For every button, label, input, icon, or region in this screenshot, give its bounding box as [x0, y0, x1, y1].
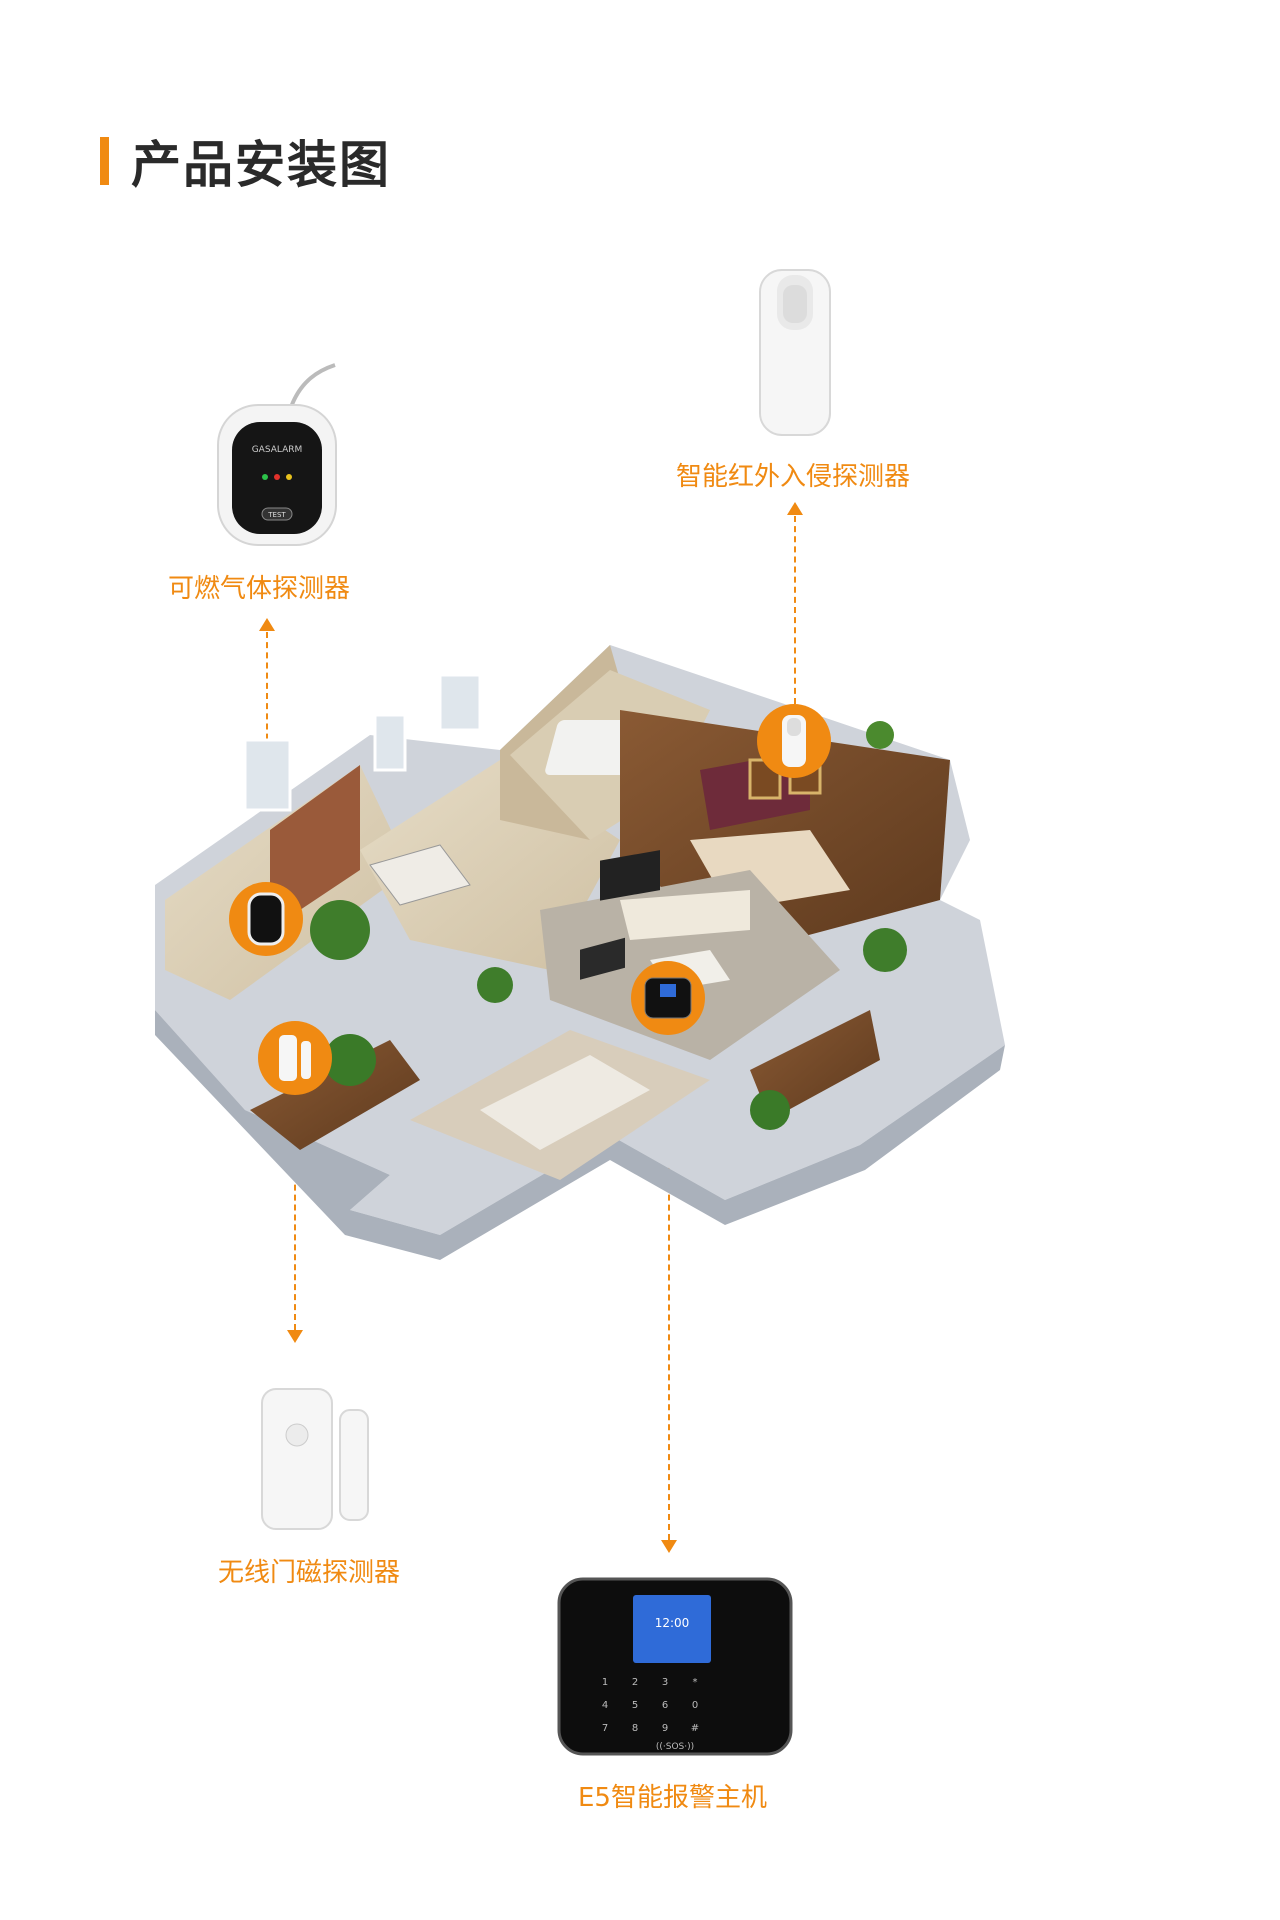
pir-connector-arrow	[787, 502, 803, 515]
door-sensor-marker	[258, 1021, 332, 1095]
host-screen-time: 12:00	[655, 1616, 690, 1630]
host-key: 5	[632, 1700, 638, 1711]
door-connector-arrow	[287, 1330, 303, 1343]
pir-connector-line	[794, 516, 796, 704]
alarm-host-image: 12:00 1 2 3 4 5 6 7 8 9 * 0 # ((·SOS·))	[557, 1577, 793, 1756]
door-sensor-label: 无线门磁探测器	[218, 1558, 401, 1588]
host-key: *	[693, 1677, 698, 1688]
host-keypad: 1 2 3 4 5 6 7 8 9 * 0 #	[602, 1677, 699, 1734]
pir-detector-marker	[757, 704, 831, 778]
title-accent-bar	[100, 137, 109, 185]
host-key: 8	[632, 1723, 638, 1734]
gas-screen-text: GASALARM	[252, 445, 303, 455]
gas-connector-arrow	[259, 618, 275, 631]
gas-detector-marker	[229, 882, 303, 956]
host-key: 3	[662, 1677, 668, 1688]
host-key: 9	[662, 1723, 668, 1734]
alarm-host-label: E5智能报警主机	[578, 1783, 767, 1813]
host-key: 6	[662, 1700, 668, 1711]
host-key: #	[691, 1723, 699, 1734]
pir-detector-label: 智能红外入侵探测器	[676, 462, 911, 492]
gas-detector-image: GASALARM TEST	[217, 363, 337, 546]
host-key: 2	[632, 1677, 638, 1688]
host-key: 0	[692, 1700, 698, 1711]
page-title: 产品安装图	[131, 136, 391, 194]
host-key: 4	[602, 1700, 608, 1711]
door-sensor-image	[261, 1388, 369, 1530]
gas-test-button-text: TEST	[267, 511, 286, 519]
page-title-group: 产品安装图	[100, 133, 391, 194]
door-connector-line	[294, 1095, 296, 1330]
host-sos-text: ((·SOS·))	[656, 1742, 694, 1752]
host-connector-arrow	[661, 1540, 677, 1553]
host-connector-line	[668, 1035, 670, 1540]
house-floor-plan-image	[155, 645, 1005, 1260]
gas-detector-label: 可燃气体探测器	[168, 574, 351, 604]
alarm-host-marker	[631, 961, 705, 1035]
host-key: 7	[602, 1723, 608, 1734]
pir-detector-image	[759, 269, 831, 436]
host-key: 1	[602, 1677, 608, 1688]
